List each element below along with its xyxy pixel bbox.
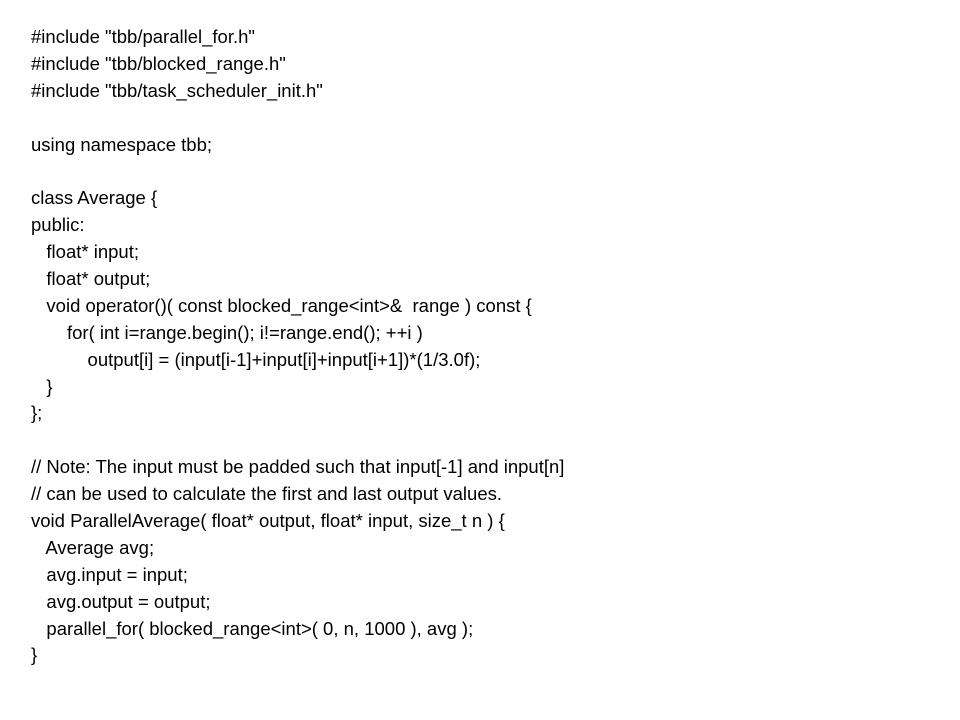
code-line: for( int i=range.begin(); i!=range.end()… [31, 321, 423, 343]
code-line: // can be used to calculate the first an… [31, 483, 503, 505]
code-line: }; [31, 402, 43, 424]
code-line: void ParallelAverage( float* output, flo… [31, 510, 505, 532]
code-line [31, 105, 564, 132]
code-block: #include "tbb/parallel_for.h" #include "… [31, 24, 564, 669]
code-line: avg.input = input; [31, 563, 188, 585]
code-line: avg.output = output; [31, 590, 211, 612]
code-line: float* input; [31, 241, 139, 263]
code-line: parallel_for( blocked_range<int>( 0, n, … [31, 617, 474, 639]
code-line: public: [31, 214, 85, 236]
code-line: output[i] = (input[i-1]+input[i]+input[i… [31, 348, 481, 370]
code-line: class Average { [31, 187, 158, 209]
code-line [31, 427, 564, 454]
code-line [31, 158, 564, 185]
code-line: #include "tbb/blocked_range.h" [31, 52, 286, 74]
code-line: #include "tbb/parallel_for.h" [31, 26, 255, 47]
code-line: Average avg; [31, 536, 155, 558]
code-line: using namespace tbb; [31, 133, 213, 155]
code-line: float* output; [31, 268, 151, 290]
code-line: } [31, 375, 53, 397]
code-line: } [31, 644, 38, 666]
code-line: #include "tbb/task_scheduler_init.h" [31, 79, 323, 101]
code-line: // Note: The input must be padded such t… [31, 456, 565, 478]
code-line: void operator()( const blocked_range<int… [31, 294, 532, 316]
